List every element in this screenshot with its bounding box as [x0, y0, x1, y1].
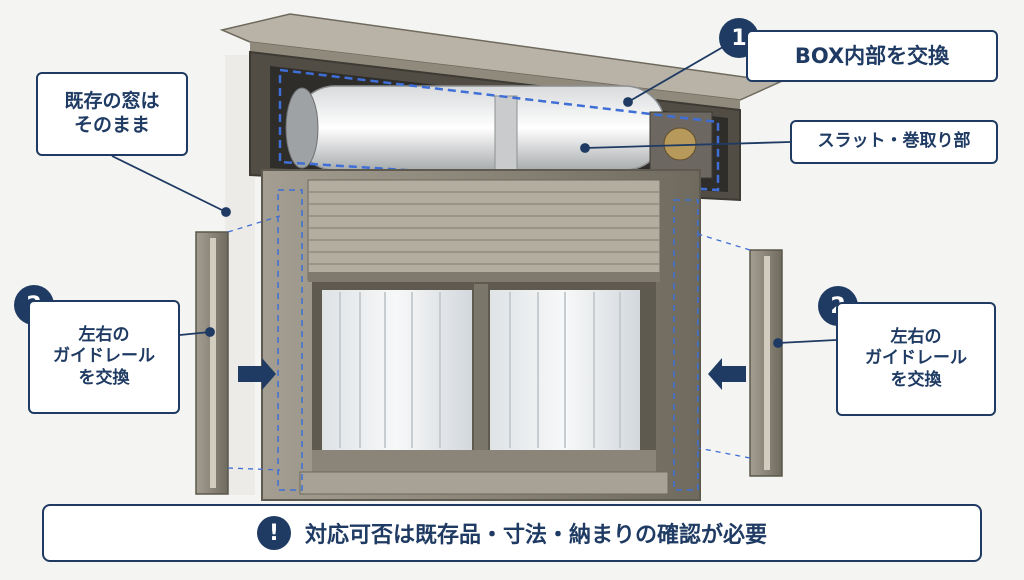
callout-existing-window: 既存の窓は そのまま: [36, 72, 188, 156]
arrow-right: [238, 358, 276, 390]
callout-rail-right-label: 左右の ガイドレール を交換: [865, 327, 967, 390]
window-mullion: [474, 284, 488, 456]
callout-slat-winding-label: スラット・巻取り部: [817, 131, 971, 152]
footer-note-text: 対応可否は既存品・寸法・納まりの確認が必要: [304, 523, 767, 548]
slat-roll: [294, 85, 666, 171]
rail-guide-lines: [227, 215, 751, 471]
shutter-bottom-bar: [308, 272, 660, 282]
box-highlight: [278, 68, 720, 192]
shutter-curtain: [307, 179, 661, 281]
callout-rail-left-label: 左右の ガイドレール を交換: [53, 325, 155, 388]
roll-band: [494, 95, 518, 171]
rail-slot-right: [673, 199, 699, 491]
callout-existing-window-label: 既存の窓は そのまま: [64, 90, 160, 136]
guide-rail-left-groove: [210, 238, 216, 488]
guide-rail-right-groove: [764, 256, 770, 470]
roll-end-left: [285, 87, 319, 169]
footer-note: ! 対応可否は既存品・寸法・納まりの確認が必要: [42, 504, 982, 562]
callout-box-replace-label: BOX内部を交換: [794, 43, 950, 68]
rail-slot-left: [277, 189, 303, 491]
callout-slat-winding: スラット・巻取り部: [790, 120, 998, 164]
callout-box-replace: BOX内部を交換: [746, 30, 998, 82]
window-lower-rail: [312, 450, 656, 472]
callout-rail-left: 左右の ガイドレール を交換: [28, 300, 180, 414]
shutter-slat-lines: [308, 191, 660, 265]
shutter-hood: [219, 13, 783, 101]
window-glass-left: [322, 290, 472, 450]
exclamation-icon: !: [256, 516, 291, 550]
callout-rail-right: 左右の ガイドレール を交換: [836, 302, 996, 416]
arrow-left: [708, 358, 746, 390]
curtain-folds: [339, 292, 621, 448]
window-sill: [299, 471, 669, 495]
